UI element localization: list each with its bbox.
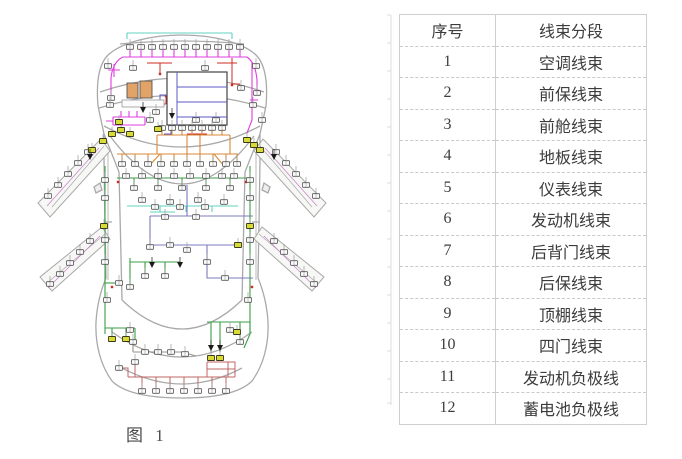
- cell-no: 12: [399, 392, 496, 425]
- front-left-door: [37, 138, 111, 218]
- cell-no: 2: [399, 77, 496, 110]
- cell-label: 前保线束: [495, 77, 647, 110]
- cell-no: 7: [399, 234, 496, 267]
- cell-label: 前舱线束: [495, 108, 647, 141]
- cell-label: 仪表线束: [495, 171, 647, 204]
- table-header-segment: 线束分段: [495, 14, 647, 47]
- cell-no: 5: [399, 171, 496, 204]
- front-right-door: [253, 138, 327, 218]
- cell-label: 四门线束: [495, 329, 647, 362]
- cell-label: 后背门线束: [495, 234, 647, 267]
- cell-no: 9: [399, 297, 496, 330]
- table-header-row: 序号 线束分段: [399, 14, 647, 47]
- cell-label: 蓄电池负极线: [495, 392, 647, 425]
- table-header-no: 序号: [399, 14, 496, 47]
- car-harness-diagram: [37, 14, 392, 405]
- cell-label: 发动机负极线: [495, 360, 647, 393]
- cell-no: 11: [399, 360, 496, 393]
- engine-block-harness: [159, 72, 227, 135]
- door-harness-lines: [46, 147, 318, 289]
- cell-no: 1: [399, 45, 496, 78]
- ruler-line: [387, 14, 392, 405]
- cell-label: 后保线束: [495, 266, 647, 299]
- cell-no: 4: [399, 140, 496, 173]
- highlight-connector-icon: [88, 142, 96, 153]
- cell-no: 6: [399, 203, 496, 236]
- cell-label: 空调线束: [495, 45, 647, 78]
- red-marker-squares: [110, 72, 254, 289]
- rear-harness-path: [121, 361, 236, 388]
- cell-label: 顶棚线束: [495, 297, 647, 330]
- cell-no: 8: [399, 266, 496, 299]
- cell-label: 发动机线束: [495, 203, 647, 236]
- front-harness-path: [106, 50, 258, 134]
- cell-no: 10: [399, 329, 496, 362]
- figure-caption: 图 1: [126, 426, 168, 445]
- cell-label: 地板线束: [495, 140, 647, 173]
- cell-no: 3: [399, 108, 496, 141]
- floor-loop-path: [149, 185, 253, 279]
